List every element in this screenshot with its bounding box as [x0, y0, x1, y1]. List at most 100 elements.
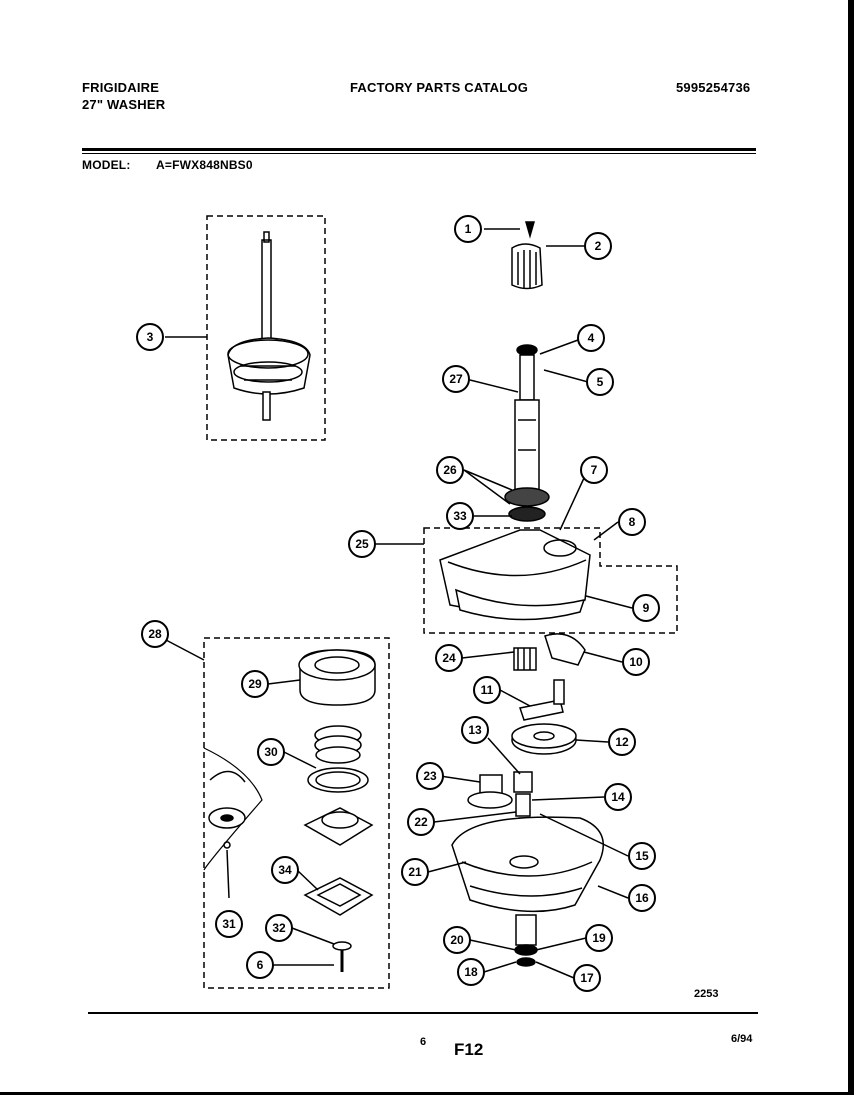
callout-9: 9: [632, 594, 660, 622]
svg-text:17: 17: [580, 971, 594, 985]
callout-5: 5: [586, 368, 614, 396]
callout-4: 4: [577, 324, 605, 352]
callout-2: 2: [584, 232, 612, 260]
svg-text:22: 22: [414, 815, 428, 829]
svg-text:11: 11: [481, 683, 494, 697]
callout-31: 31: [215, 910, 243, 938]
callout-8: 8: [618, 508, 646, 536]
transmission-cover: [439, 529, 591, 621]
part-30-ring-seal: [307, 725, 369, 793]
svg-text:23: 23: [423, 769, 437, 783]
svg-text:19: 19: [592, 931, 606, 945]
part-12-gear: [511, 723, 577, 755]
svg-text:32: 32: [272, 921, 286, 935]
assembly-3-box: [206, 215, 326, 441]
svg-text:7: 7: [591, 463, 598, 477]
svg-text:30: 30: [264, 745, 278, 759]
svg-text:5: 5: [597, 375, 604, 389]
svg-text:16: 16: [635, 891, 649, 905]
callout-6: 6: [246, 951, 274, 979]
callout-20: 20: [443, 926, 471, 954]
part-24-pinion: [513, 647, 537, 671]
callout-34: 34: [271, 856, 299, 884]
svg-text:1: 1: [465, 222, 472, 236]
svg-text:15: 15: [635, 849, 649, 863]
callout-15: 15: [628, 842, 656, 870]
part-6-32-bolt-washer: [332, 941, 352, 972]
part-16-gearcase: [451, 816, 604, 913]
product-name: 27" WASHER: [82, 97, 166, 112]
part-2-sleeve: [511, 243, 543, 290]
callout-27: 27: [442, 365, 470, 393]
part-31-retainer: [208, 770, 246, 849]
callout-32: 32: [265, 914, 293, 942]
callout-33: 33: [446, 502, 474, 530]
callout-11: 11: [473, 676, 501, 704]
callout-18: 18: [457, 958, 485, 986]
date-code: 6/94: [731, 1033, 753, 1045]
svg-text:6: 6: [257, 958, 264, 972]
catalog-title: FACTORY PARTS CATALOG: [350, 80, 529, 95]
svg-text:28: 28: [148, 627, 162, 641]
callout-3: 3: [136, 323, 164, 351]
callout-24: 24: [435, 644, 463, 672]
part-10-cam: [544, 633, 586, 666]
svg-text:21: 21: [408, 865, 422, 879]
svg-text:10: 10: [629, 655, 643, 669]
part-23-gear: [467, 774, 513, 809]
svg-text:29: 29: [248, 677, 262, 691]
callout-21: 21: [401, 858, 429, 886]
main-shaft: [504, 344, 550, 522]
svg-text:33: 33: [453, 509, 467, 523]
svg-text:34: 34: [278, 863, 292, 877]
svg-text:12: 12: [615, 735, 629, 749]
footer-rule: [88, 1012, 758, 1014]
part-29-boot: [298, 649, 376, 706]
callout-22: 22: [407, 808, 435, 836]
part-11-arm: [519, 679, 565, 721]
svg-text:14: 14: [611, 790, 625, 804]
page-number: 6: [420, 1036, 427, 1048]
part-3-shaft-assembly: [227, 231, 311, 421]
model-label: MODEL:: [82, 158, 131, 172]
assembly-25-box: [423, 527, 678, 634]
callout-17: 17: [573, 964, 601, 992]
svg-text:2: 2: [595, 239, 602, 253]
part-34-mount-block: [303, 807, 374, 916]
callout-23: 23: [416, 762, 444, 790]
svg-text:18: 18: [464, 965, 478, 979]
drawing-number: 2253: [694, 988, 718, 1000]
model-value: A=FWX848NBS0: [156, 158, 253, 172]
part-1-screw: [525, 221, 535, 239]
callout-1: 1: [454, 215, 482, 243]
header-rule: [82, 148, 756, 151]
callout-10: 10: [622, 648, 650, 676]
svg-text:25: 25: [355, 537, 369, 551]
header-rule-thin: [82, 153, 756, 154]
svg-text:13: 13: [468, 723, 482, 737]
svg-text:24: 24: [442, 651, 456, 665]
callout-29: 29: [241, 670, 269, 698]
callout-25: 25: [348, 530, 376, 558]
callout-28: 28: [141, 620, 169, 648]
catalog-number: 5995254736: [676, 80, 751, 95]
figure-label: F12: [454, 1040, 484, 1059]
assembly-28-box: [203, 637, 390, 989]
svg-text:4: 4: [588, 331, 595, 345]
svg-text:9: 9: [643, 601, 650, 615]
callout-16: 16: [628, 884, 656, 912]
brand-name: FRIGIDAIRE: [82, 80, 160, 95]
callout-14: 14: [604, 783, 632, 811]
svg-text:27: 27: [449, 372, 463, 386]
svg-text:31: 31: [222, 917, 236, 931]
svg-text:3: 3: [147, 330, 154, 344]
callout-12: 12: [608, 728, 636, 756]
svg-text:20: 20: [450, 933, 464, 947]
part-17-20-lower-shaft: [514, 914, 538, 967]
callout-26: 26: [436, 456, 464, 484]
callout-30: 30: [257, 738, 285, 766]
callout-7: 7: [580, 456, 608, 484]
callout-19: 19: [585, 924, 613, 952]
